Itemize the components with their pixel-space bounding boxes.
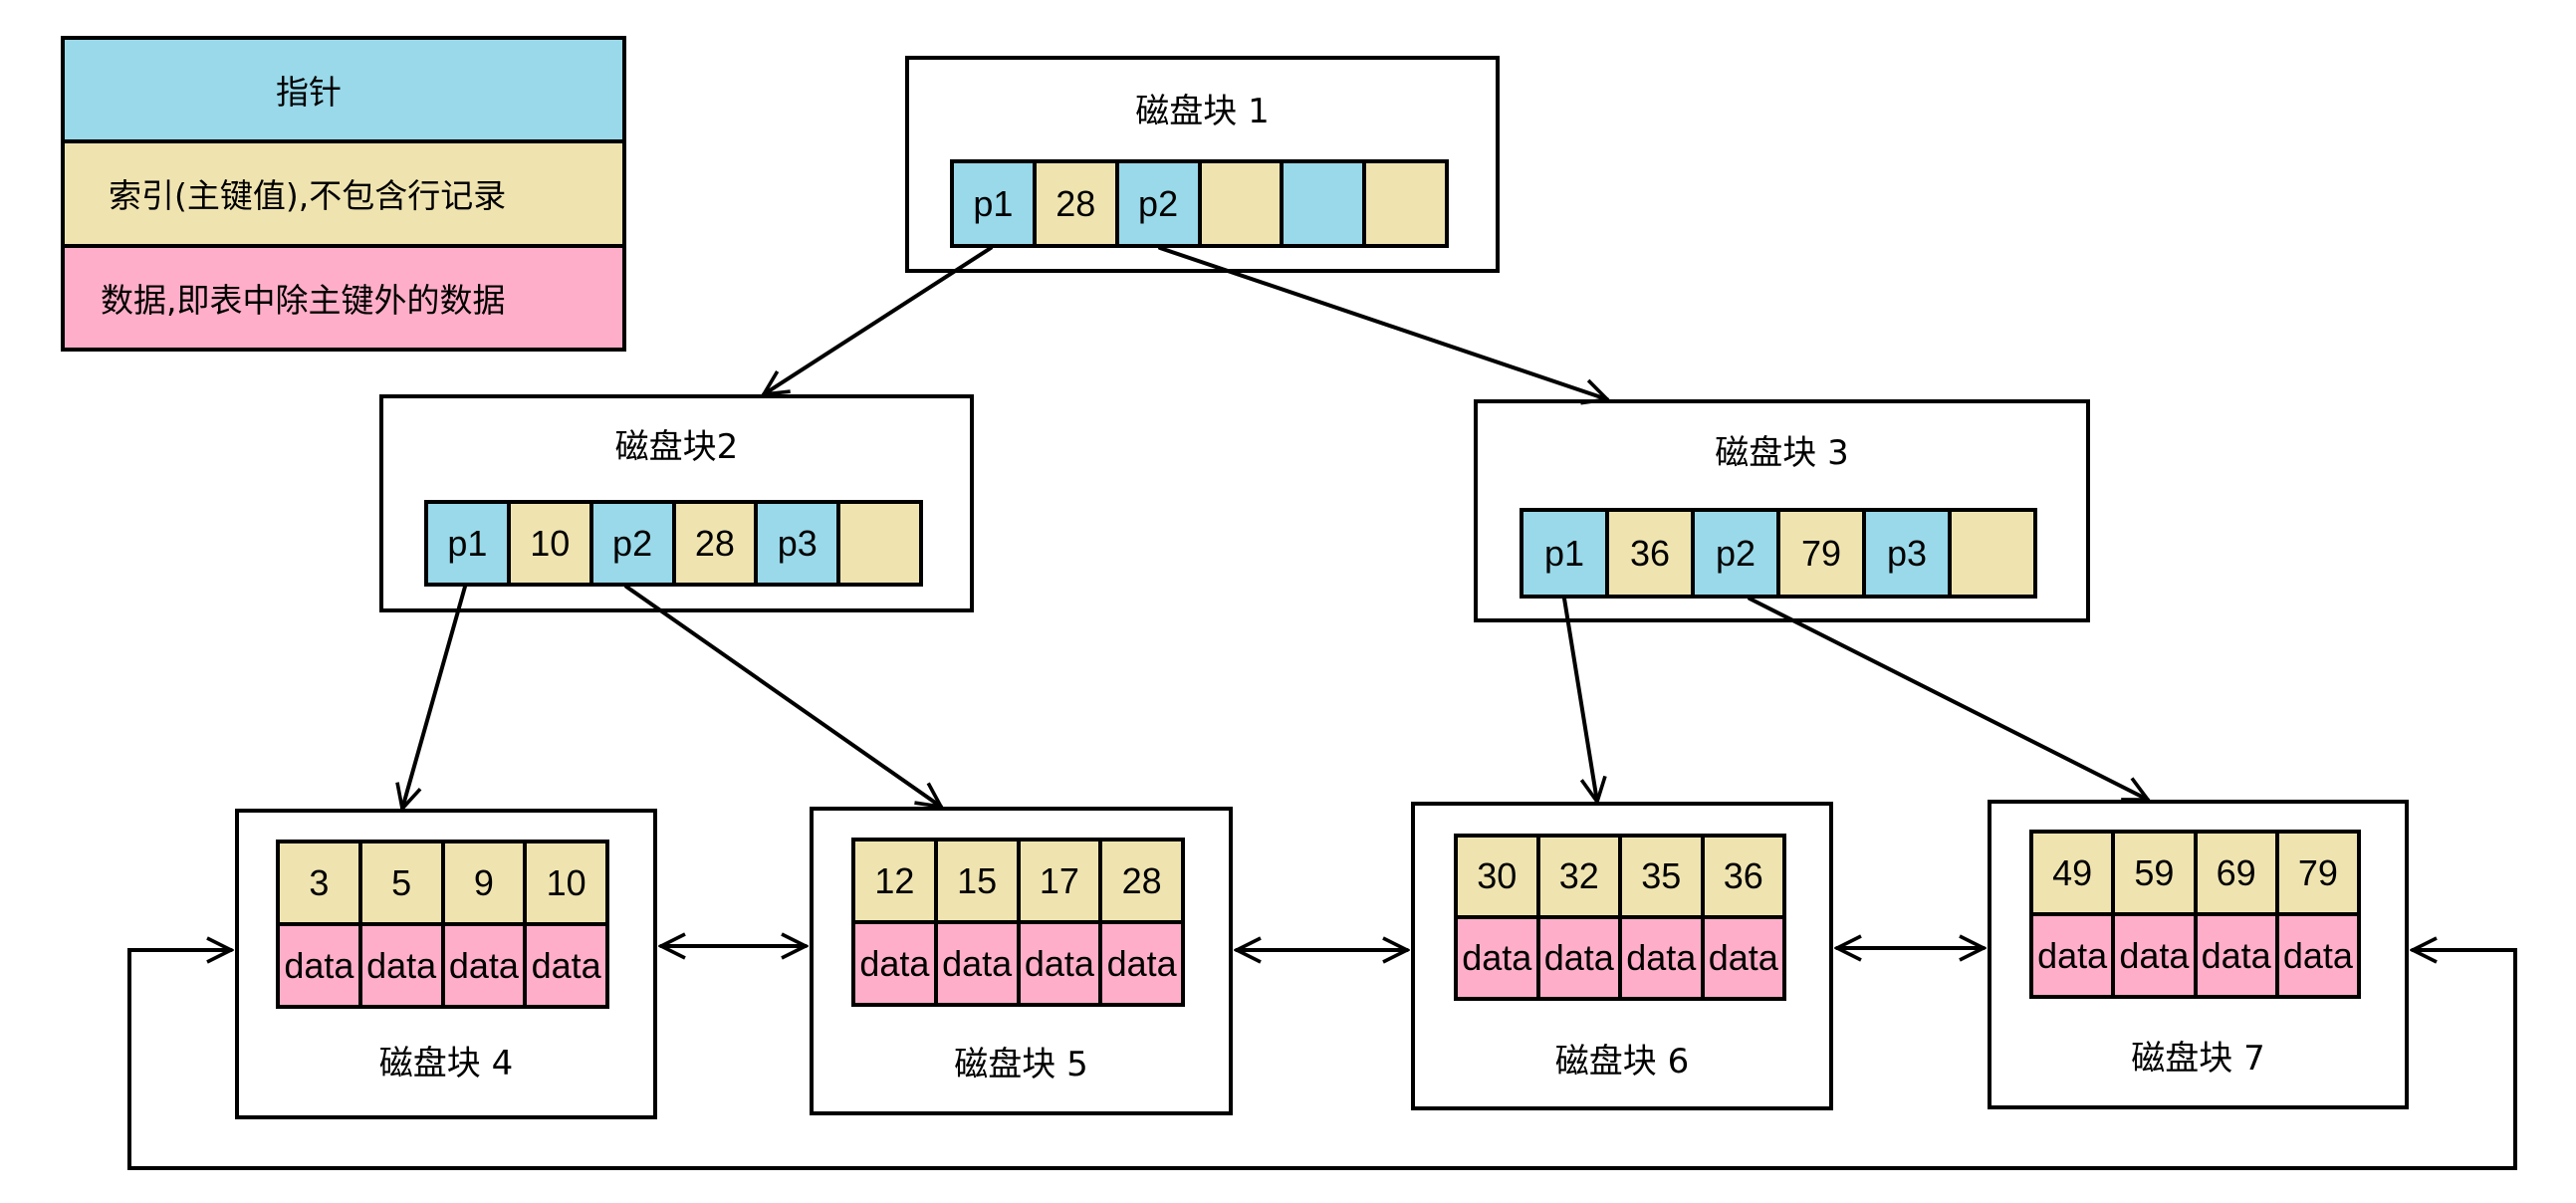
key-cell — [1952, 512, 2033, 595]
data-cell: data — [855, 924, 934, 1003]
leaf-cells: 30 32 35 36 data data data data — [1454, 834, 1786, 1001]
legend-data-label: 数据,即表中除主键外的数据 — [101, 280, 506, 320]
disk-block-7: 49 59 69 79 data data data data 磁盘块 7 — [1988, 800, 2409, 1109]
disk-block-6: 30 32 35 36 data data data data 磁盘块 6 — [1411, 802, 1833, 1110]
key-cell: 36 — [1704, 838, 1782, 915]
data-cell: data — [361, 926, 441, 1005]
legend-key: 索引(主键值),不包含行记录 — [65, 143, 622, 248]
data-cell: data — [1102, 924, 1181, 1003]
key-cell: 79 — [1780, 512, 1862, 595]
data-cell: data — [1704, 919, 1782, 997]
disk-block-title: 磁盘块 4 — [378, 1044, 514, 1083]
legend-data: 数据,即表中除主键外的数据 — [65, 247, 622, 348]
data-cell: data — [280, 926, 358, 1005]
key-cell — [840, 504, 919, 583]
key-cell: 5 — [361, 843, 441, 922]
key-cell: 9 — [444, 843, 524, 922]
key-cell: 3 — [280, 843, 358, 922]
disk-block-1: 磁盘块 1 p1 28 p2 — [905, 56, 1500, 273]
disk-block-title: 磁盘块2 — [614, 427, 739, 467]
disk-block-5: 12 15 17 28 data data data data 磁盘块 5 — [810, 807, 1233, 1115]
key-cell: 12 — [855, 842, 934, 920]
key-cell: 35 — [1622, 838, 1701, 915]
pointer-cell: p1 — [428, 504, 507, 583]
key-cell — [1366, 163, 1445, 244]
data-cell: data — [937, 924, 1017, 1003]
key-cell: 10 — [527, 843, 605, 922]
pointer-cell: p2 — [1695, 512, 1776, 595]
legend: 指针 索引(主键值),不包含行记录 数据,即表中除主键外的数据 — [61, 36, 626, 352]
data-cell: data — [2115, 916, 2194, 995]
legend-key-label: 索引(主键值),不包含行记录 — [109, 176, 507, 216]
pointer-cell: p1 — [954, 163, 1033, 244]
disk-block-title: 磁盘块 7 — [2131, 1039, 2265, 1079]
node-cells: p1 36 p2 79 p3 — [1520, 508, 2037, 599]
pointer-arrow-block2-p2 — [624, 585, 941, 807]
leaf-cells: 49 59 69 79 data data data data — [2029, 830, 2361, 999]
node-cells: p1 10 p2 28 p3 — [424, 500, 923, 587]
key-cell: 10 — [510, 504, 589, 583]
data-cell: data — [2278, 916, 2357, 995]
key-cell: 79 — [2278, 834, 2357, 912]
data-cell: data — [2197, 916, 2275, 995]
leaf-cells: 3 5 9 10 data data data data — [276, 840, 609, 1009]
legend-pointer-label: 指针 — [276, 73, 342, 113]
key-cell: 69 — [2197, 834, 2275, 912]
pointer-cell: p2 — [592, 504, 672, 583]
data-cell: data — [444, 926, 524, 1005]
key-cell: 28 — [1036, 163, 1115, 244]
pointer-cell: p3 — [758, 504, 837, 583]
disk-block-3: 磁盘块 3 p1 36 p2 79 p3 — [1474, 399, 2090, 622]
key-cell: 49 — [2033, 834, 2112, 912]
disk-block-title: 磁盘块 1 — [1135, 92, 1270, 131]
key-cell: 15 — [937, 842, 1017, 920]
key-cell — [1201, 163, 1281, 244]
key-cell: 36 — [1609, 512, 1691, 595]
pointer-arrow-block3-p1 — [1562, 597, 1597, 802]
node-cells: p1 28 p2 — [950, 159, 1449, 248]
key-cell: 32 — [1539, 838, 1618, 915]
key-cell: 59 — [2115, 834, 2194, 912]
pointer-cell: p1 — [1523, 512, 1605, 595]
data-cell: data — [527, 926, 605, 1005]
data-cell: data — [1539, 919, 1618, 997]
data-cell: data — [1020, 924, 1099, 1003]
key-cell: 30 — [1458, 838, 1536, 915]
pointer-arrow-block3-p2 — [1748, 597, 2148, 802]
pointer-cell: p2 — [1118, 163, 1198, 244]
disk-block-title: 磁盘块 6 — [1554, 1042, 1690, 1082]
data-cell: data — [1622, 919, 1701, 997]
disk-block-title: 磁盘块 3 — [1715, 433, 1849, 473]
key-cell: 17 — [1020, 842, 1099, 920]
disk-block-4: 3 5 9 10 data data data data 磁盘块 4 — [235, 809, 657, 1119]
disk-block-title: 磁盘块 5 — [954, 1045, 1088, 1084]
pointer-cell — [1284, 163, 1363, 244]
pointer-cell: p3 — [1866, 512, 1948, 595]
disk-block-2: 磁盘块2 p1 10 p2 28 p3 — [379, 394, 974, 612]
data-cell: data — [1458, 919, 1536, 997]
leaf-cells: 12 15 17 28 data data data data — [851, 838, 1185, 1007]
key-cell: 28 — [675, 504, 755, 583]
key-cell: 28 — [1102, 842, 1181, 920]
legend-pointer: 指针 — [65, 40, 622, 144]
data-cell: data — [2033, 916, 2112, 995]
pointer-arrow-block2-p1 — [402, 585, 467, 809]
